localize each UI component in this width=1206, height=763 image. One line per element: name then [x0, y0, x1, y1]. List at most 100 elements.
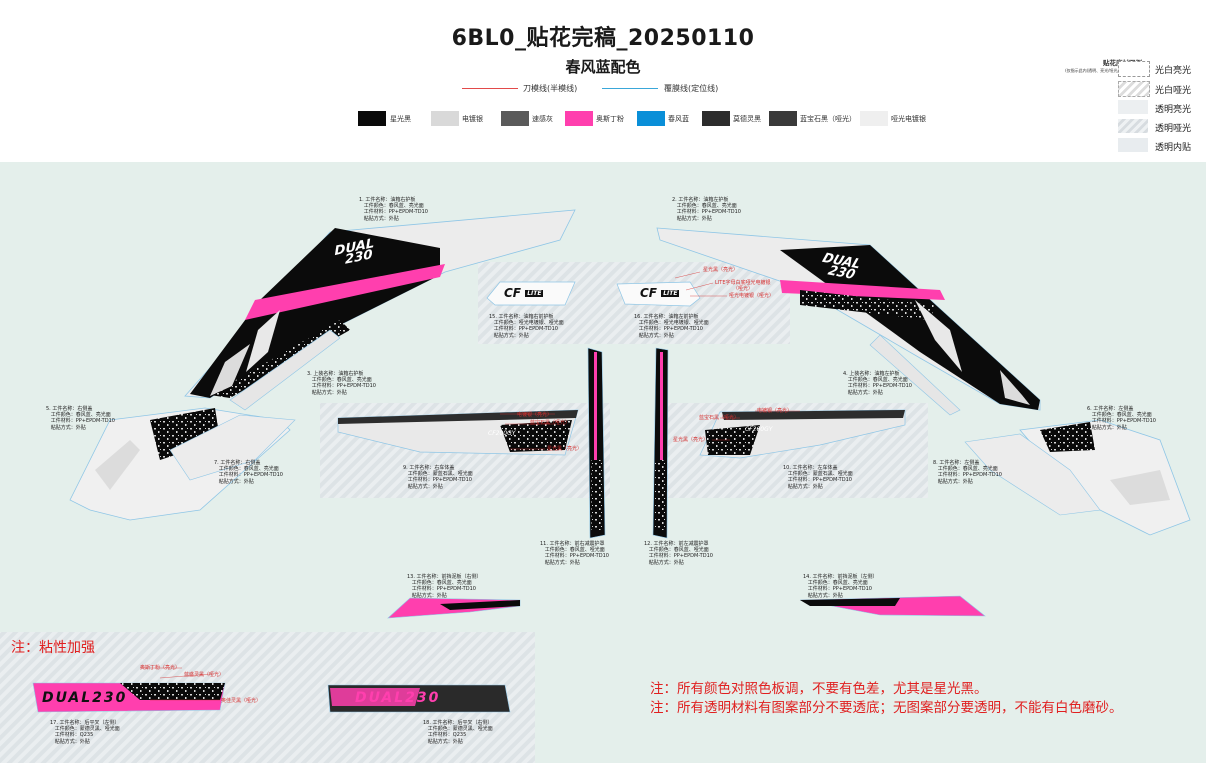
swatch-label: 莫德灵黑 [733, 115, 761, 123]
decal-part-2 [656, 227, 1041, 411]
decal-part-17 [32, 682, 226, 713]
lite-text: LITE [525, 290, 544, 297]
swatch-austin-pink [565, 111, 593, 126]
callout-part16-matte: （哑光） [733, 286, 754, 292]
swatch-sapphire-black [769, 111, 797, 126]
decal-part-6 [1019, 419, 1191, 536]
swatch-label: 速感灰 [532, 115, 553, 123]
lite-text: LITE [661, 290, 680, 297]
legend-note-text: (仅指示此内(透明、亮光/哑光底贴材/内贴)) [1065, 68, 1142, 73]
spec-part-11: 11. 工件名称：前右减震护罩 工件颜色：春风蓝、哑光面 工件材料：PP+EPD… [540, 541, 609, 566]
decal-part-16 [616, 281, 701, 307]
decal-part-3 [229, 329, 341, 411]
spec-part-4: 4. 上装名称：油箱左护板 工件颜色：春风蓝、亮光面 工件材料：PP+EPDM-… [843, 371, 912, 396]
callout-part17-black: 蓝盛灵黑（哑光） [184, 672, 225, 678]
decal-part-4 [869, 334, 961, 416]
decal-part-8 [964, 433, 1101, 516]
legend-label: 透明内贴 [1155, 143, 1192, 153]
legend-box-white-gloss [1118, 61, 1150, 77]
legend-label: 光白哑光 [1155, 86, 1192, 96]
decal-part-13 [387, 597, 521, 619]
dual-text: DUAL [42, 690, 93, 706]
callout-part17-pink: 奥斯丁粉（亮光） [140, 665, 181, 671]
spec-part-5: 5. 工件名称：右侧盖 工件颜色：春风蓝、亮光面 工件材料：PP+EPDM-TD… [46, 406, 115, 431]
decal-part-14 [799, 595, 986, 617]
callout-part10-sapphire: 蓝宝石黑（哑光） [699, 415, 740, 421]
legend-box-clear-inner [1118, 138, 1148, 152]
cf-text: CF [504, 286, 522, 300]
decal-part-11 [587, 347, 606, 539]
legend-box-clear-gloss [1118, 100, 1148, 114]
callout-part16-star-black: 星光黑（亮光） [703, 267, 739, 273]
spec-part-16: 16. 工件名称：油箱左前护板 工件颜色：哑光电镀银、哑光面 工件材料：PP+E… [634, 314, 709, 339]
dual-logo-swingarm-left: DUAL230 [42, 690, 127, 706]
callout-part16-matte-chrome: 哑光电镀银（哑光） [729, 293, 775, 299]
model-text-right: CF200GY [488, 430, 516, 437]
swatch-chrome-silver [431, 111, 459, 126]
swatch-label: 电镀银 [462, 115, 483, 123]
decal-part-12 [652, 347, 669, 539]
callout-part10-star: 星光黑（亮光） [673, 437, 709, 443]
cf-lite-logo-left: CF LITE [640, 286, 680, 300]
spec-part-1: 1. 工件名称：油箱右护板 工件颜色：春风蓝、亮光面 工件材料：PP+EPDM-… [359, 197, 428, 222]
swatch-label: 蓝宝石黑（哑光） [800, 115, 856, 123]
swatch-cfmoto-blue [637, 111, 665, 126]
swatch-speed-grey [501, 111, 529, 126]
decal-part-9 [337, 409, 579, 456]
transparent-material-note: 注：所有透明材料有图案部分不要透底；无图案部分要透明，不能有白色磨砂。 [650, 700, 1123, 716]
color-swatch-row: 星光黑 电镀银 速感灰 奥斯丁粉 春风蓝 莫德灵黑 蓝宝石黑（哑光） 哑光电镀银 [358, 111, 958, 129]
spec-part-10: 10. 工件名称：左车体盖 工件颜色：蒙蓝石黑、哑光面 工件材料：PP+EPDM… [783, 465, 853, 490]
dual-number: 230 [405, 690, 441, 706]
decal-part-7 [169, 414, 296, 481]
spec-part-15: 15. 工件名称：油箱右前护板 工件颜色：哑光电镀银、哑光面 工件材料：PP+E… [489, 314, 564, 339]
decal-part-10 [699, 409, 906, 459]
spec-part-7: 7. 工件名称：右侧盖 工件颜色：春风蓝、亮光面 工件材料：PP+EPDM-TD… [214, 460, 283, 485]
swatch-label: 星光黑 [390, 115, 411, 123]
dual-text: DUAL [355, 690, 406, 706]
callout-leaders [140, 271, 800, 701]
dual-logo-swingarm-right: DUAL230 [355, 690, 440, 706]
cf-lite-logo-right: CF LITE [504, 286, 544, 300]
legend-box-white-matte [1118, 81, 1150, 97]
spec-part-2: 2. 工件名称：油箱左护板 工件颜色：春风蓝、亮光面 工件材料：PP+EPDM-… [672, 197, 741, 222]
decal-part-18 [327, 684, 511, 713]
callout-part9-chrome: 电镀银（亮光） [517, 412, 553, 418]
page-title: 6BL0_贴花完稿_20250110 [451, 26, 755, 51]
spec-part-3: 3. 上装名称：油箱右护板 工件颜色：春风蓝、亮光面 工件材料：PP+EPDM-… [307, 371, 376, 396]
spec-part-6: 6. 工件名称：左侧盖 工件颜色：春风蓝、亮光面 工件材料：PP+EPDM-TD… [1087, 406, 1156, 431]
spec-part-17: 17. 工件名称：后平叉（左侧） 工件颜色：蒙德灵黑、哑光面 工件材料：Q235… [50, 720, 120, 745]
spec-part-14: 14. 工件名称：前挡泥板（左侧） 工件颜色：春风蓝、亮光面 工件材料：PP+E… [803, 574, 878, 599]
dual-number: 230 [92, 690, 128, 706]
knife-line-sample [462, 88, 518, 89]
cf-text: CF [640, 286, 658, 300]
legend-label: 透明哑光 [1155, 124, 1192, 134]
color-match-note: 注：所有颜色对照色板调，不要有色差，尤其是星光黑。 [650, 681, 988, 697]
legend-label: 光白亮光 [1155, 66, 1192, 76]
spec-part-12: 12. 工件名称：前左减震护罩 工件颜色：春风蓝、哑光面 工件材料：PP+EPD… [644, 541, 713, 566]
decal-part-1 [184, 209, 576, 399]
swatch-label: 哑光电镀银 [891, 115, 926, 123]
swatch-label: 春风蓝 [668, 115, 689, 123]
spec-part-18: 18. 工件名称：后平叉（右侧） 工件颜色：蒙德灵黑、哑光面 工件材料：Q235… [423, 720, 493, 745]
color-scheme-subtitle: 春风蓝配色 [565, 58, 641, 76]
spec-part-9: 9. 工件名称：右车体盖 工件颜色：蒙蓝石黑、哑光面 工件材料：PP+EPDM-… [403, 465, 473, 490]
adhesive-note: 注：粘性加强 [11, 640, 95, 656]
legend-box-clear-matte [1118, 119, 1148, 133]
model-text-left: CF200GY [745, 426, 773, 433]
callout-part16-lite: LITE字母白底哑光电镀银 [715, 280, 771, 286]
knife-line-label: 刀模线(半模线) [523, 84, 578, 93]
swatch-label: 奥斯丁粉 [596, 115, 624, 123]
swatch-modeling-black [702, 111, 730, 126]
callout-part9-sapphire: 蓝宝石黑（哑光） [530, 420, 571, 426]
callout-part10-chrome: 电镀银（亮光） [757, 408, 793, 414]
legend-label: 透明亮光 [1155, 105, 1192, 115]
callout-part9-star: 星光黑（亮光） [547, 446, 583, 452]
swatch-matte-chrome-silver [860, 111, 888, 126]
spec-part-13: 13. 工件名称：前挡泥板（右侧） 工件颜色：春风蓝、亮光面 工件材料：PP+E… [407, 574, 482, 599]
spec-part-8: 8. 工件名称：左侧盖 工件颜色：春风蓝、亮光面 工件材料：PP+EPDM-TD… [933, 460, 1002, 485]
callout-part17-black2: 奥佳灵黑（哑光） [221, 698, 262, 704]
film-line-label: 覆膜线(定位线) [664, 84, 719, 93]
film-line-sample [602, 88, 658, 89]
swatch-star-black [358, 111, 386, 126]
